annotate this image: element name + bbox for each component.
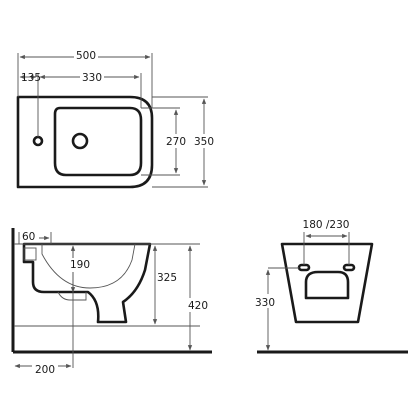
label-fixing-spacing: 180 /230 [303, 219, 350, 231]
rear-view-outlet [304, 270, 350, 300]
side-view-trap [57, 291, 87, 301]
label-overall-depth: 350 [194, 136, 214, 148]
label-fixing-height: 330 [255, 297, 275, 309]
top-view-drain [71, 132, 89, 150]
label-fixing-distance: 200 [35, 364, 55, 376]
label-inlet-height: 60 [22, 231, 35, 243]
rear-view-fixing-slot-right [342, 263, 356, 272]
label-inlet-depth: 190 [70, 259, 90, 271]
label-rim-height: 420 [188, 300, 208, 312]
label-hole-offset: 135 [21, 72, 41, 84]
top-view: 500 135 330 270 350 [16, 48, 217, 189]
top-view-outline [16, 95, 154, 189]
label-bowl-depth: 270 [166, 136, 186, 148]
label-bowl-height: 325 [157, 272, 177, 284]
label-bowl-width: 330 [82, 72, 102, 84]
side-view-bowl [41, 243, 136, 289]
side-view-outline [22, 242, 152, 324]
top-view-tap-hole [32, 135, 44, 147]
rear-view-fixing-slot-left [297, 263, 311, 272]
side-view: 60 190 325 420 200 [11, 228, 213, 376]
top-view-bowl [53, 106, 143, 177]
side-view-inlet [23, 247, 37, 261]
label-overall-width: 500 [76, 50, 96, 62]
rear-view-outline [280, 242, 374, 324]
rear-view: 180 /230 330 [252, 217, 408, 354]
